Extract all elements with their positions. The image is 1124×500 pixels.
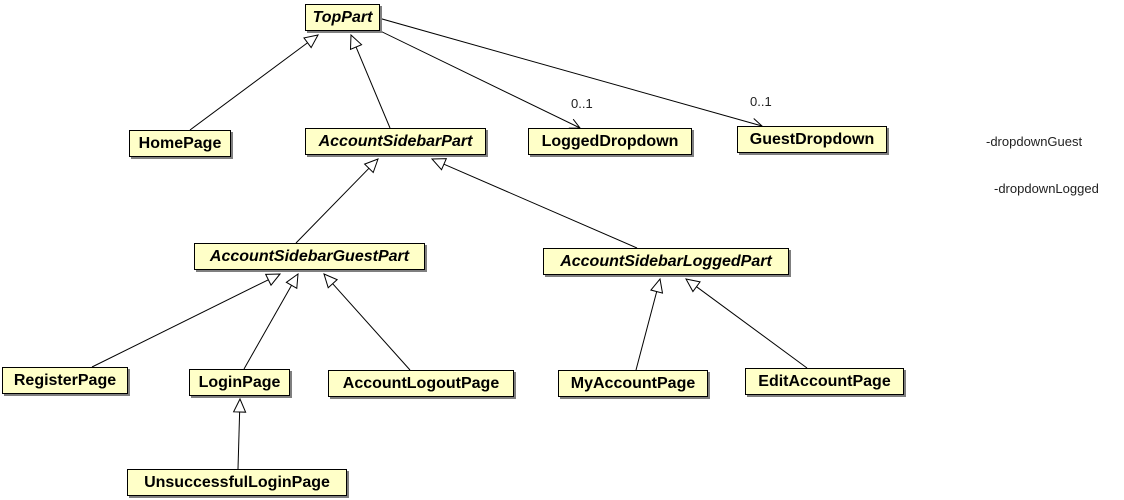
generalization-arrowhead-edit-account-page [685, 278, 701, 293]
role-dropdown-guest: -dropdownGuest [986, 134, 1083, 149]
multiplicity-guest-dropdown: 0..1 [750, 94, 772, 109]
class-logged-dropdown[interactable]: LoggedDropdown [528, 128, 692, 155]
generalization-arrowhead-home-page [303, 34, 319, 49]
generalization-line-login-page [243, 285, 293, 370]
association-line-logged-dropdown [371, 26, 581, 129]
class-unsuccessful-login-page[interactable]: UnsuccessfulLoginPage [127, 469, 347, 496]
generalization-arrowhead-account-sidebar-guest-part [363, 158, 379, 174]
class-account-logout-page[interactable]: AccountLogoutPage [328, 370, 514, 397]
generalization-line-register-page [91, 279, 269, 368]
class-account-sidebar-logged-part[interactable]: AccountSidebarLoggedPart [543, 248, 789, 275]
role-dropdown-logged: -dropdownLogged [994, 181, 1099, 196]
generalization-line-account-sidebar-logged-part [443, 163, 638, 249]
generalization-line-edit-account-page [696, 286, 808, 369]
class-register-page[interactable]: RegisterPage [2, 367, 128, 394]
generalization-arrowhead-account-logout-page [323, 273, 339, 289]
generalization-arrowhead-my-account-page [650, 277, 664, 294]
class-edit-account-page[interactable]: EditAccountPage [745, 368, 904, 395]
generalization-line-account-sidebar-guest-part [295, 167, 370, 244]
generalization-arrowhead-register-page [264, 273, 282, 287]
class-guest-dropdown[interactable]: GuestDropdown [737, 126, 887, 153]
class-my-account-page[interactable]: MyAccountPage [558, 370, 708, 397]
class-home-page[interactable]: HomePage [129, 130, 231, 157]
class-top-part[interactable]: TopPart [305, 4, 380, 31]
multiplicity-logged-dropdown: 0..1 [571, 96, 593, 111]
generalization-line-account-sidebar-part [355, 46, 391, 129]
class-account-sidebar-guest-part[interactable]: AccountSidebarGuestPart [194, 243, 425, 270]
class-account-sidebar-part[interactable]: AccountSidebarPart [305, 128, 486, 155]
generalization-line-unsuccessful-login-page [237, 411, 241, 470]
generalization-arrowhead-account-sidebar-logged-part [430, 158, 448, 171]
generalization-line-account-logout-page [332, 283, 411, 371]
generalization-arrowhead-unsuccessful-login-page [232, 397, 247, 413]
class-login-page[interactable]: LoginPage [189, 369, 290, 396]
generalization-arrowhead-login-page [285, 272, 299, 290]
generalization-line-my-account-page [635, 291, 658, 371]
association-line-guest-dropdown [374, 16, 763, 127]
generalization-line-home-page [189, 42, 308, 131]
generalization-arrowhead-account-sidebar-part [349, 33, 363, 51]
